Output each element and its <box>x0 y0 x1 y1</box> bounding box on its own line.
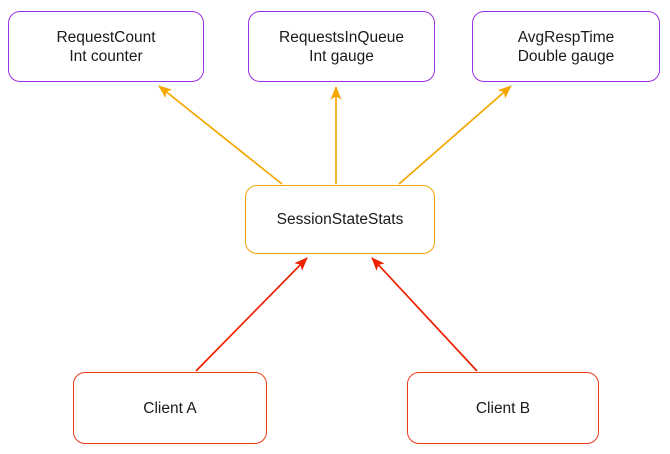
node-avg-resp-time-subtitle: Double gauge <box>517 47 615 65</box>
edge-client-b-to-stats <box>371 257 478 372</box>
node-request-count[interactable]: RequestCount Int counter <box>8 11 204 82</box>
node-avg-resp-time-title: AvgRespTime <box>517 28 615 46</box>
node-requests-in-queue[interactable]: RequestsInQueue Int gauge <box>248 11 435 82</box>
node-client-a-title: Client A <box>143 399 197 417</box>
node-request-count-subtitle: Int counter <box>69 47 143 65</box>
node-requests-in-queue-title: RequestsInQueue <box>279 28 404 46</box>
node-session-state-stats-title: SessionStateStats <box>276 211 404 228</box>
edge-stats-to-request-count <box>158 85 283 185</box>
node-client-b[interactable]: Client B <box>407 372 599 444</box>
node-request-count-title: RequestCount <box>56 28 156 46</box>
node-session-state-stats[interactable]: SessionStateStats <box>245 185 435 254</box>
node-client-a[interactable]: Client A <box>73 372 267 444</box>
node-avg-resp-time[interactable]: AvgRespTime Double gauge <box>472 11 660 82</box>
node-requests-in-queue-subtitle: Int gauge <box>309 47 374 65</box>
edge-client-a-to-stats <box>195 257 308 372</box>
node-client-b-title: Client B <box>475 399 531 417</box>
edge-stats-to-avg-resp-time <box>398 85 512 185</box>
